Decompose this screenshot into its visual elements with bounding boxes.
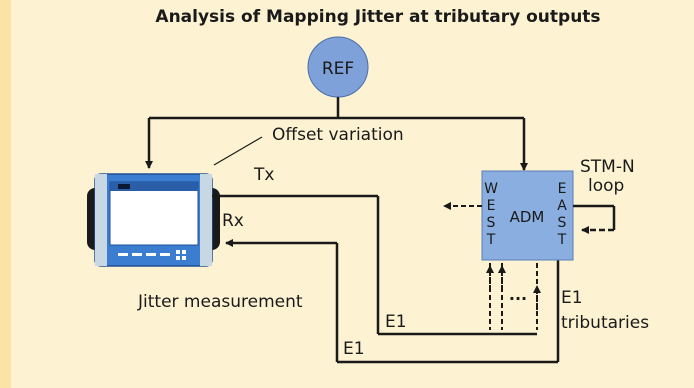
tx-path xyxy=(212,194,537,336)
diagram-title: Analysis of Mapping Jitter at tributary … xyxy=(155,7,600,27)
stm-n-loop-label: loop xyxy=(588,176,624,196)
adm-east-letter: A xyxy=(557,198,567,214)
left-accent-band xyxy=(0,0,11,388)
reference-label: REF xyxy=(322,59,354,79)
instrument-keypad xyxy=(118,250,186,260)
offset-variation-label: Offset variation xyxy=(272,125,404,145)
e1-outer-label: E1 xyxy=(343,339,365,359)
adm-block xyxy=(481,170,574,261)
adm-west-letter: E xyxy=(487,198,496,214)
tributaries-label: tributaries xyxy=(561,313,649,333)
offset-variation-leader xyxy=(213,136,263,166)
stm-n-loop xyxy=(573,204,616,234)
instrument-screen xyxy=(109,181,199,246)
test-instrument xyxy=(87,173,220,267)
adm-west-letter: S xyxy=(487,215,496,231)
adm-east-letter: S xyxy=(558,215,567,231)
tx-label: Tx xyxy=(253,165,274,185)
tributary-ellipsis: ... xyxy=(509,285,527,304)
adm-east-letter: E xyxy=(558,181,567,197)
adm-label: ADM xyxy=(510,208,545,226)
adm-west-letters: W E S T xyxy=(484,181,498,248)
reference-distribution xyxy=(145,97,528,171)
rx-label: Rx xyxy=(222,211,244,231)
e1-inner-label: E1 xyxy=(385,312,407,332)
tributary-arrows xyxy=(486,263,541,330)
jitter-measurement-label: Jitter measurement xyxy=(137,292,303,312)
e1-tributaries-label: E1 xyxy=(561,288,583,308)
adm-east-letters: E A S T xyxy=(557,181,567,248)
adm-east-letter: T xyxy=(557,232,567,248)
adm-west-letter: W xyxy=(484,181,498,197)
rx-path xyxy=(225,239,560,364)
stm-n-label: STM-N xyxy=(580,157,635,177)
adm-west-letter: T xyxy=(486,232,496,248)
